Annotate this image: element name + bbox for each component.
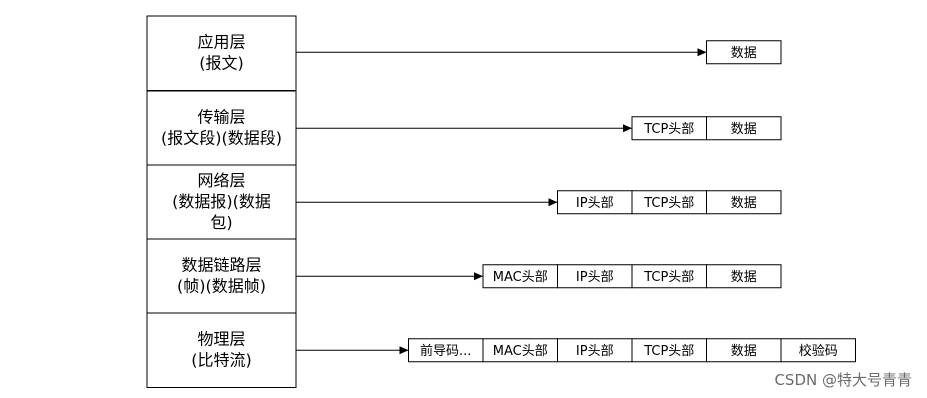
packet-segment-label: 校验码 (799, 343, 838, 359)
layer-stack: 应用层 (报文) 传输层 (报文段)(数据段) 网络层 (数据报)(数据包) 数据链路层 (帧… (146, 15, 297, 388)
layer-box (146, 238, 297, 314)
layer-name: 数据链路层 (181, 255, 261, 274)
watermark-text: CSDN @特大号青青 (774, 371, 912, 389)
layer-box (146, 312, 297, 388)
packet-segment (706, 116, 782, 141)
layer-unit: (报文) (199, 53, 244, 72)
packet-segment-label: IP头部 (576, 196, 614, 211)
packet-segment-label: MAC头部 (493, 270, 548, 285)
layer-name: 应用层 (197, 32, 245, 51)
packet-segment-label: 数据 (731, 344, 757, 359)
layer-name: 物理层 (197, 329, 245, 348)
packet-segment-label: 前导码... (420, 343, 471, 359)
packet-segment-label: TCP头部 (643, 122, 694, 137)
packet-segment-label: 数据 (731, 196, 757, 211)
layer-name: 网络层 (197, 171, 245, 190)
packet-segment (706, 40, 782, 65)
packet-segment (706, 190, 782, 215)
layer-box (146, 164, 297, 240)
packet-segment-label: MAC头部 (493, 344, 548, 359)
packet-segment (706, 264, 782, 289)
packet-segment-label: TCP头部 (643, 270, 694, 285)
packet-segment-label: TCP头部 (643, 344, 694, 359)
packet-segment-label: 数据 (731, 270, 757, 285)
packet-segment-label: TCP头部 (643, 196, 694, 211)
arrows (296, 48, 707, 355)
packet-segment-label: IP头部 (576, 344, 614, 359)
layer-box (146, 15, 297, 91)
packet-segment-label: IP头部 (576, 270, 614, 285)
packet-segment-label: 数据 (731, 122, 757, 137)
layer-unit: (报文段)(数据段) (161, 128, 282, 147)
layer-unit: 包) (210, 213, 232, 232)
layer-unit: (比特流) (191, 350, 252, 369)
packet-segment (780, 338, 856, 363)
layer-unit: (帧)(数据帧) (177, 276, 266, 295)
layer-box (146, 90, 297, 166)
packet-segment-label: 数据 (731, 46, 757, 61)
layer-unit: (数据报)(数据 (172, 192, 271, 211)
layer-name: 传输层 (197, 107, 245, 126)
